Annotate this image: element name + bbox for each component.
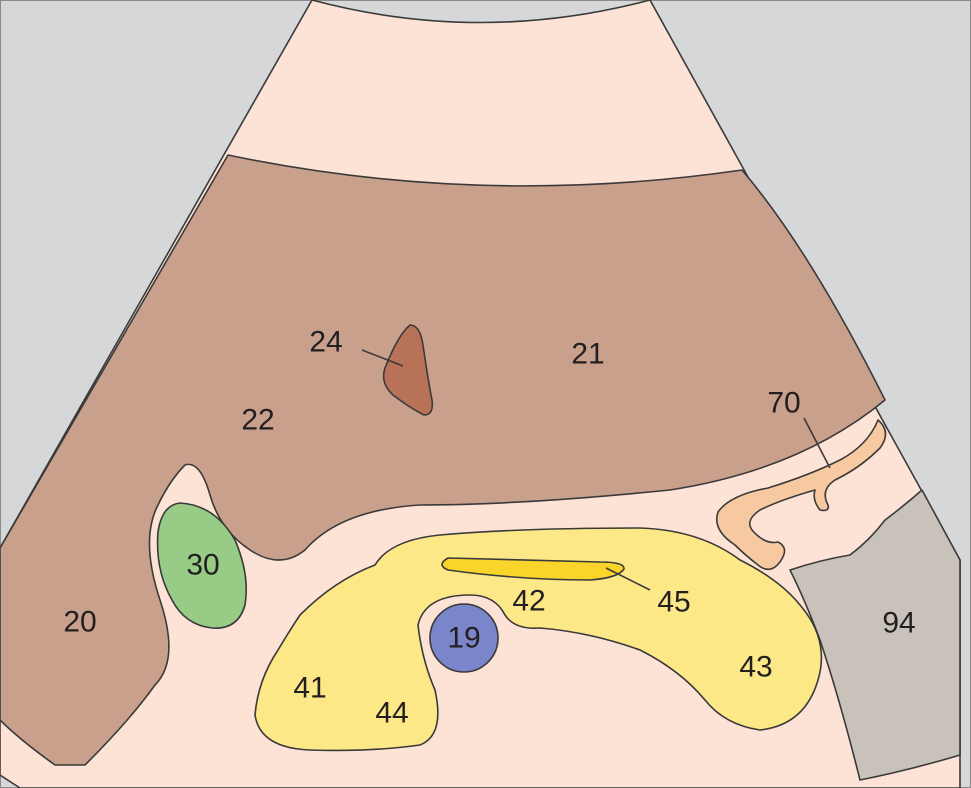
label-43: 43 [739, 651, 772, 684]
structure-pancreas [254, 527, 823, 752]
structure-70-bowel [716, 419, 887, 571]
structure-24-vessel [382, 324, 434, 416]
label-94: 94 [882, 607, 915, 640]
structure-30-gallbladder [156, 502, 248, 629]
label-24: 24 [309, 326, 342, 359]
label-45: 45 [657, 586, 690, 619]
label-21: 21 [571, 338, 604, 371]
structure-19-aorta [429, 603, 499, 673]
structure-94 [789, 489, 961, 781]
label-44: 44 [375, 697, 408, 730]
leader-line-45 [605, 567, 651, 591]
label-20: 20 [63, 606, 96, 639]
label-42: 42 [512, 585, 545, 618]
structure-45-duct [441, 557, 625, 581]
label-41: 41 [293, 672, 326, 705]
label-70: 70 [767, 387, 800, 420]
liver-region [0, 154, 886, 766]
leader-line-24 [361, 349, 404, 367]
label-30: 30 [186, 549, 219, 582]
label-19: 19 [447, 622, 480, 655]
label-22: 22 [241, 404, 274, 437]
leader-line-70 [803, 417, 831, 469]
